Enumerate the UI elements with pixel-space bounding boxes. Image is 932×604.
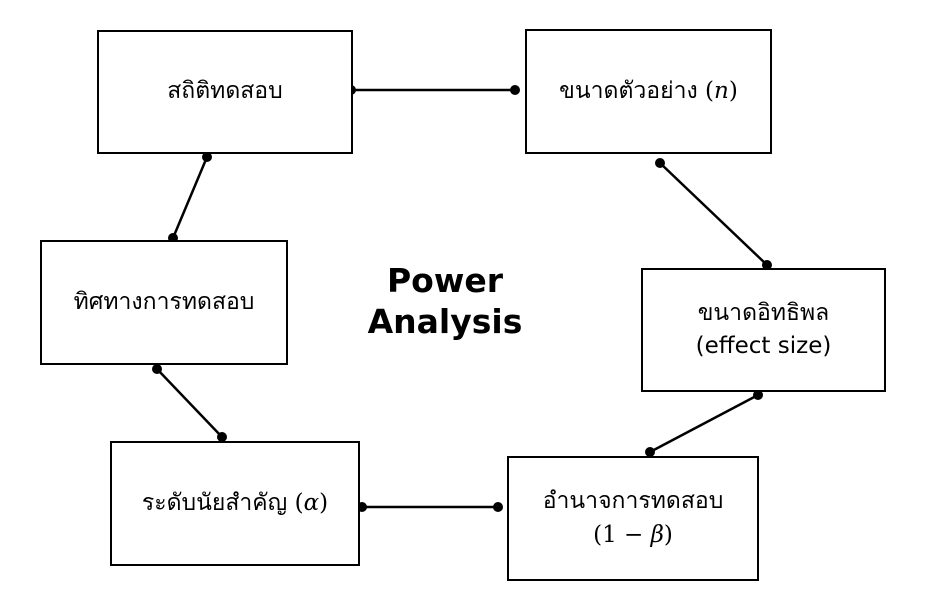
- node-label: ระดับนัยสำคัญ (α): [142, 487, 328, 520]
- diagram-title: Power Analysis: [330, 260, 560, 343]
- node-formula: (n): [705, 77, 738, 104]
- node-label-th: ขนาดอิทธิพล: [697, 299, 830, 326]
- node-label: อำนาจการทดสอบ: [542, 488, 724, 515]
- connector-significance-direction: [156, 368, 223, 438]
- node-sample-size: ขนาดตัวอย่าง (n): [525, 29, 772, 154]
- node-label-en: (effect size): [695, 333, 832, 359]
- alpha-symbol: α: [303, 489, 320, 516]
- power-formula-prefix: 1 −: [602, 521, 651, 548]
- node-label-text: ระดับนัยสำคัญ: [141, 489, 288, 516]
- connector-dot: [753, 390, 763, 400]
- connector-dot: [217, 432, 227, 442]
- connector-dot: [645, 447, 655, 457]
- node-test-power: อำนาจการทดสอบ (1 − β): [507, 456, 759, 581]
- node-label: ขนาดตัวอย่าง (n): [559, 75, 738, 108]
- node-effect-size: ขนาดอิทธิพล (effect size): [641, 268, 886, 392]
- connector-direction-statistic: [171, 156, 209, 239]
- title-line-1: Power: [387, 261, 503, 300]
- node-label-text: ขนาดตัวอย่าง: [559, 77, 698, 104]
- connector-dot: [762, 260, 772, 270]
- node-formula: (α): [294, 489, 329, 516]
- connector-dot: [152, 364, 162, 374]
- connector-sample-effect: [659, 162, 768, 266]
- connector-dot: [510, 85, 520, 95]
- node-label: ทิศทางการทดสอบ: [73, 288, 255, 315]
- node-label: สถิติทดสอบ: [167, 78, 283, 105]
- sample-size-symbol: n: [714, 77, 729, 104]
- node-test-statistic: สถิติทดสอบ: [97, 30, 353, 154]
- connector-dot: [202, 152, 212, 162]
- connector-dot: [655, 158, 665, 168]
- node-test-direction: ทิศทางการทดสอบ: [40, 240, 288, 365]
- title-line-2: Analysis: [367, 302, 523, 342]
- connector-effect-power: [649, 393, 759, 454]
- beta-symbol: β: [650, 521, 664, 548]
- node-formula: (1 − β): [593, 521, 673, 548]
- node-significance-level: ระดับนัยสำคัญ (α): [110, 441, 360, 566]
- connector-dot: [493, 502, 503, 512]
